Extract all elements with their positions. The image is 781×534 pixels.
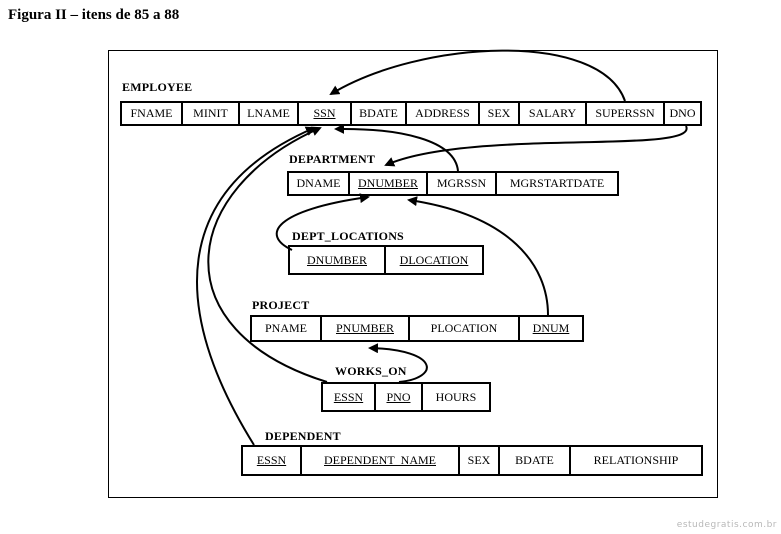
arrow-dnum-to-dnumber (407, 196, 549, 316)
arrow-dependent-essn-to-ssn (196, 126, 316, 446)
field-employee-address: ADDRESS (407, 103, 480, 124)
watermark: estudegratis.com.br (676, 520, 777, 530)
arrow-works-on-essn-to-ssn (207, 126, 328, 383)
table-project: PNAME PNUMBER PLOCATION DNUM (250, 315, 584, 342)
field-project-plocation: PLOCATION (410, 317, 520, 340)
table-name-employee: EMPLOYEE (122, 80, 193, 94)
arrow-superssn-to-ssn (329, 49, 626, 102)
arrow-mgrssn-to-ssn (334, 123, 459, 172)
field-employee-bdate: BDATE (352, 103, 407, 124)
field-works-on-pno: PNO (376, 384, 423, 410)
field-department-mgrssn: MGRSSN (428, 173, 497, 194)
arrow-works-on-pno-to-pnumber (368, 343, 428, 383)
field-employee-lname: LNAME (240, 103, 299, 124)
table-employee: FNAME MINIT LNAME SSN BDATE ADDRESS SEX … (120, 101, 702, 126)
field-project-dnum: DNUM (532, 321, 570, 335)
figure-title: Figura II – itens de 85 a 88 (8, 7, 180, 23)
field-employee-fname: FNAME (122, 103, 183, 124)
field-employee-dno: DNO (669, 106, 696, 120)
table-name-dependent: DEPENDENT (265, 429, 341, 443)
field-department-mgrstartdate: MGRSTARTDATE (509, 176, 605, 190)
field-project-pnumber: PNUMBER (322, 317, 410, 340)
table-works-on: ESSN PNO HOURS (321, 382, 491, 412)
table-name-works-on: WORKS_ON (335, 364, 407, 378)
field-dept-locations-dnumber: DNUMBER (290, 247, 386, 273)
field-employee-sex: SEX (480, 103, 520, 124)
table-name-dept-locations: DEPT_LOCATIONS (292, 229, 404, 243)
diagram-frame (108, 50, 718, 498)
field-employee-ssn: SSN (299, 103, 352, 124)
field-employee-salary: SALARY (520, 103, 587, 124)
field-dependent-relationship: RELATIONSHIP (593, 453, 679, 467)
field-dependent-bdate: BDATE (500, 447, 571, 474)
table-department: DNAME DNUMBER MGRSSN MGRSTARTDATE (287, 171, 619, 196)
field-department-dnumber: DNUMBER (350, 173, 428, 194)
table-name-department: DEPARTMENT (289, 152, 376, 166)
field-project-pname: PNAME (252, 317, 322, 340)
field-dependent-essn: ESSN (243, 447, 302, 474)
field-dependent-sex: SEX (460, 447, 500, 474)
field-works-on-essn: ESSN (323, 384, 376, 410)
arrow-dno-to-dnumber (384, 125, 688, 167)
field-department-dname: DNAME (289, 173, 350, 194)
table-dept-locations: DNUMBER DLOCATION (288, 245, 484, 275)
arrow-deptloc-dnumber-to-dnumber (275, 193, 370, 251)
field-dept-locations-dlocation: DLOCATION (399, 252, 469, 267)
field-employee-superssn: SUPERSSN (587, 103, 665, 124)
field-works-on-hours: HOURS (435, 389, 477, 404)
field-employee-minit: MINIT (183, 103, 240, 124)
field-dependent-dependent-name: DEPENDENT_NAME (302, 447, 460, 474)
table-dependent: ESSN DEPENDENT_NAME SEX BDATE RELATIONSH… (241, 445, 703, 476)
table-name-project: PROJECT (252, 298, 310, 312)
